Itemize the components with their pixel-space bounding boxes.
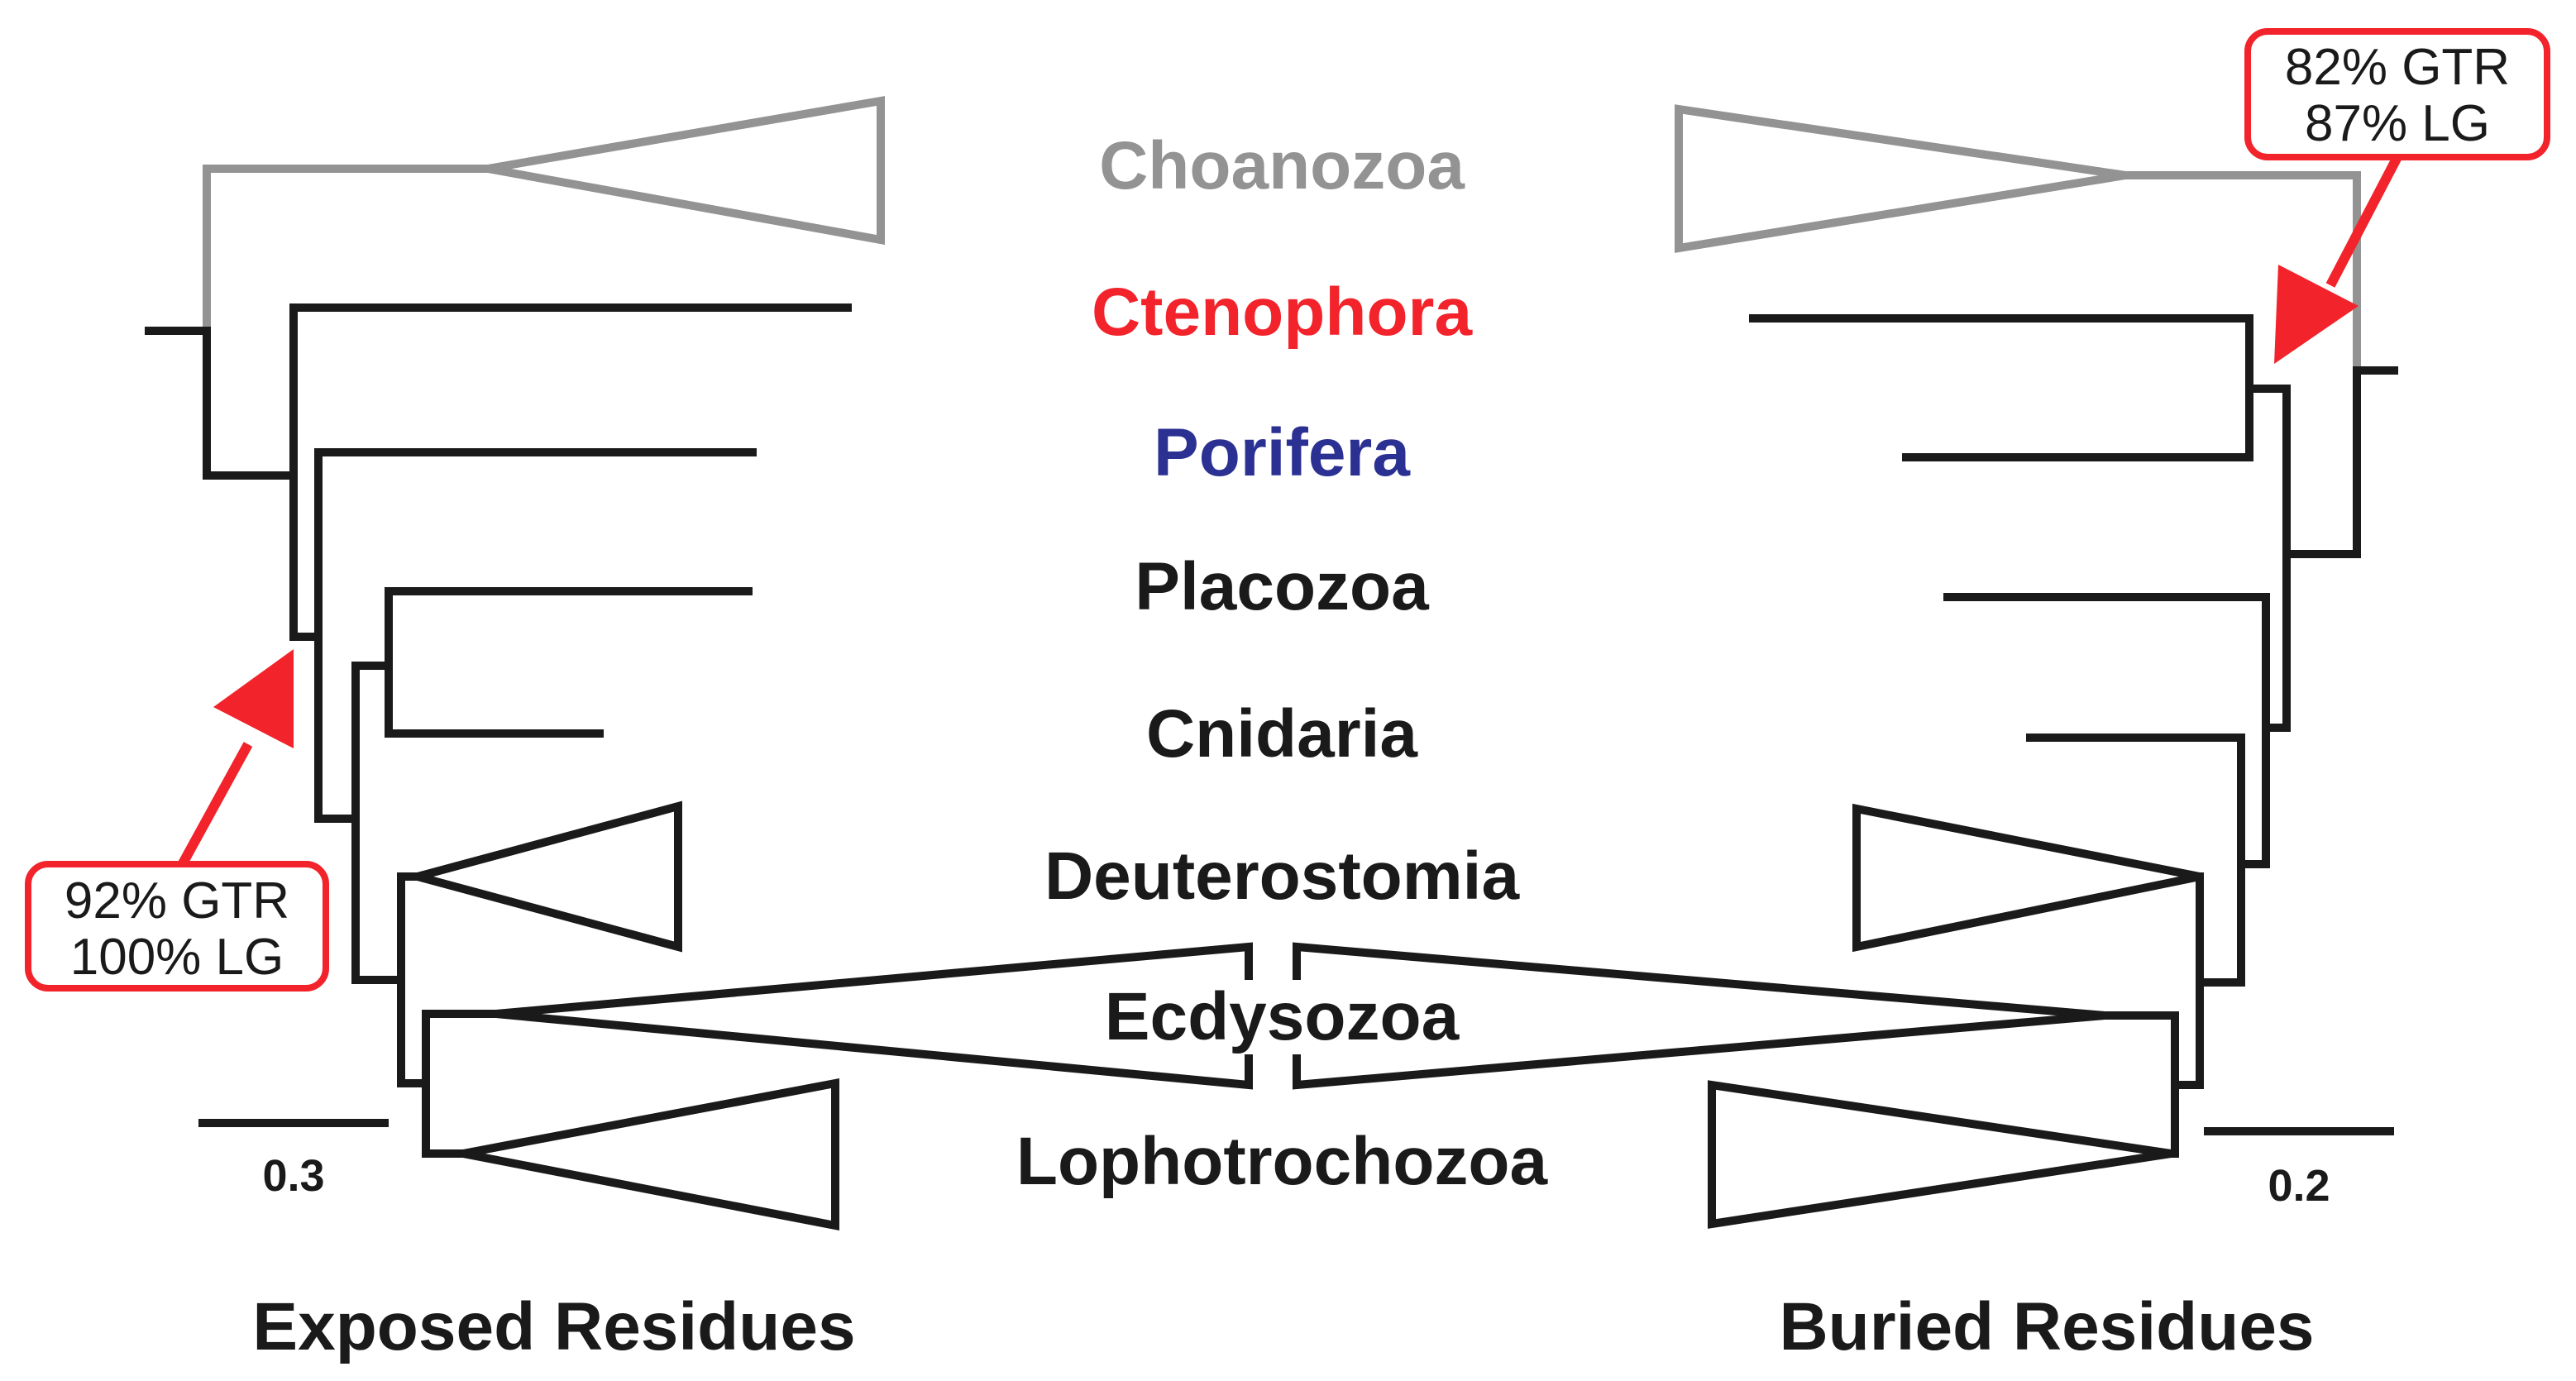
ecdysozoa-label-backing	[1075, 980, 1489, 1054]
buried-ctenophora-branch	[1749, 314, 2253, 393]
taxon-label-deuterostomia: Deuterostomia	[1044, 839, 1521, 914]
buried-choanozoa-clade	[1675, 104, 2126, 253]
exposed-node-lower	[314, 633, 360, 823]
exposed-deuterostomia-clade	[401, 800, 682, 953]
exposed-protostomia-node	[422, 1010, 500, 1158]
exposed-porifera-branch	[314, 448, 757, 641]
buried-metazoa-node	[2245, 385, 2291, 732]
exposed-placozoa-branch	[385, 587, 753, 670]
exposed-eumetazoa-node	[351, 662, 405, 984]
exposed-support-arrow-shaft	[173, 742, 253, 875]
exposed-ctenophora-branch	[289, 303, 852, 480]
taxon-label-ecdysozoa: Ecdysozoa	[1105, 979, 1460, 1054]
buried-bilateria-stem	[2196, 860, 2245, 987]
exposed-choanozoa-clade	[487, 96, 885, 245]
buried-support-box	[2244, 28, 2550, 160]
buried-protostomia-node	[2100, 1011, 2179, 1158]
buried-support-arrow-shaft	[2325, 153, 2403, 288]
buried-deuterostomia-clade	[1852, 803, 2201, 953]
exposed-lophotrochozoa-clade	[462, 1078, 839, 1231]
buried-porifera-branch	[1902, 385, 2253, 461]
exposed-support-gtr: 92% GTR	[65, 872, 289, 929]
buried-support-arrow-head	[2274, 265, 2359, 364]
exposed-scale-label: 0.3	[262, 1151, 324, 1201]
buried-placozoa-branch	[1943, 593, 2270, 732]
buried-residues-tree: 0.2 82% GTR 87% LG Buried Residues	[1293, 28, 2550, 1364]
buried-bilateria-node	[2171, 872, 2204, 1089]
buried-cnidaria-branch	[2026, 734, 2245, 868]
buried-support-gtr: 82% GTR	[2285, 39, 2510, 96]
exposed-support-box	[25, 861, 329, 992]
taxon-label-cnidaria: Cnidaria	[1146, 696, 1418, 772]
buried-support-lg: 87% LG	[2305, 95, 2490, 152]
taxon-label-choanozoa: Choanozoa	[1099, 128, 1465, 203]
taxon-label-porifera: Porifera	[1154, 415, 1411, 490]
buried-lophotrochozoa-clade	[1708, 1080, 2172, 1229]
buried-node-lower	[2237, 724, 2270, 868]
exposed-support-lg: 100% LG	[70, 929, 284, 986]
taxon-labels: Choanozoa Ctenophora Porifera Placozoa C…	[1016, 128, 1549, 1199]
exposed-root-lower	[203, 327, 298, 480]
exposed-support-arrow-head	[213, 649, 294, 748]
buried-root-lower	[2282, 366, 2361, 558]
exposed-choanozoa-stem	[203, 165, 492, 335]
buried-residues-title: Buried Residues	[1779, 1289, 2314, 1364]
exposed-metazoa-lower	[289, 471, 323, 641]
exposed-residues-title: Exposed Residues	[252, 1289, 855, 1364]
taxon-label-placozoa: Placozoa	[1135, 549, 1430, 624]
taxon-label-lophotrochozoa: Lophotrochozoa	[1016, 1124, 1549, 1199]
buried-choanozoa-stem	[2121, 171, 2361, 375]
buried-scale-label: 0.2	[2268, 1161, 2330, 1211]
exposed-cnidaria-branch	[385, 662, 604, 738]
taxon-label-ctenophora: Ctenophora	[1092, 275, 1473, 350]
